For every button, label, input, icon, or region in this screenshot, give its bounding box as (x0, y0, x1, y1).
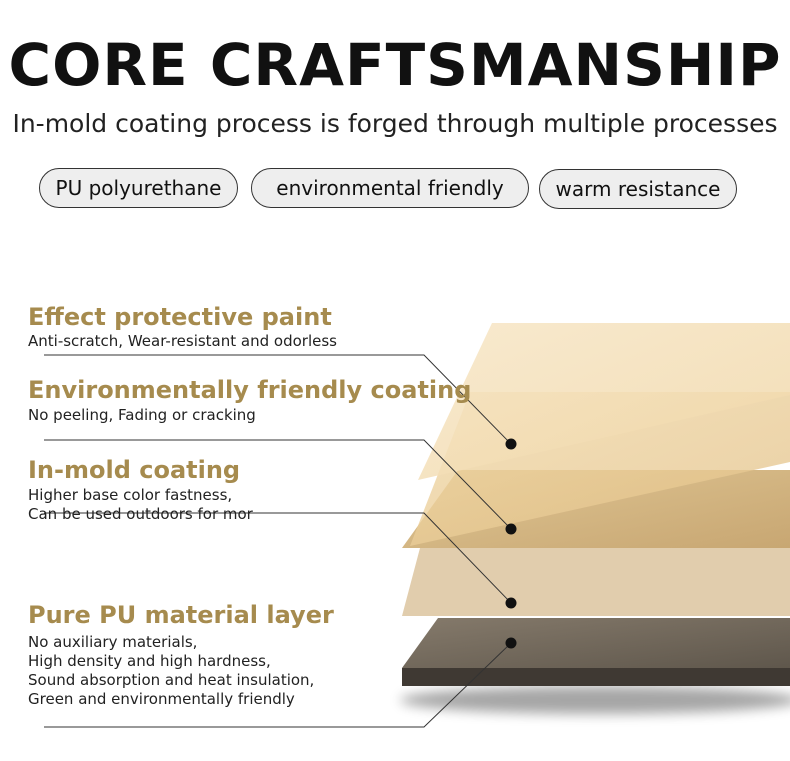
page-title: CORE CRAFTSMANSHIP (8, 31, 782, 99)
layer-desc-in-mold: Higher base color fastness, Can be used … (28, 486, 253, 523)
tag-warm-resistance: warm resistance (539, 169, 737, 209)
layer-title-coating: Environmentally friendly coating (28, 376, 472, 404)
marker-dot-protective (505, 438, 517, 450)
layer-base-edge (402, 668, 790, 686)
marker-dot-coating (505, 523, 517, 535)
marker-dot-base (505, 637, 517, 649)
leader-line-coating (44, 439, 512, 530)
leader-line-in-mold (44, 512, 512, 604)
leader-line-base (44, 642, 512, 728)
layer-title-base: Pure PU material layer (28, 601, 334, 629)
layer-desc-base: No auxiliary materials, High density and… (28, 633, 315, 708)
layer-base-pu (402, 618, 790, 668)
layer-desc-coating: No peeling, Fading or cracking (28, 406, 256, 424)
layer-title-in-mold: In-mold coating (28, 456, 241, 484)
marker-dot-in-mold (505, 597, 517, 609)
base-shadow (400, 686, 790, 714)
page-subtitle: In-mold coating process is forged throug… (12, 109, 778, 138)
layer-title-protective: Effect protective paint (28, 303, 332, 331)
leader-line-protective (44, 354, 512, 445)
tag-pu-polyurethane: PU polyurethane (39, 168, 238, 208)
layer-in-mold-lower (402, 548, 790, 616)
layer-desc-protective: Anti-scratch, Wear-resistant and odorles… (28, 332, 337, 350)
tag-environmental-friendly: environmental friendly (251, 168, 529, 208)
